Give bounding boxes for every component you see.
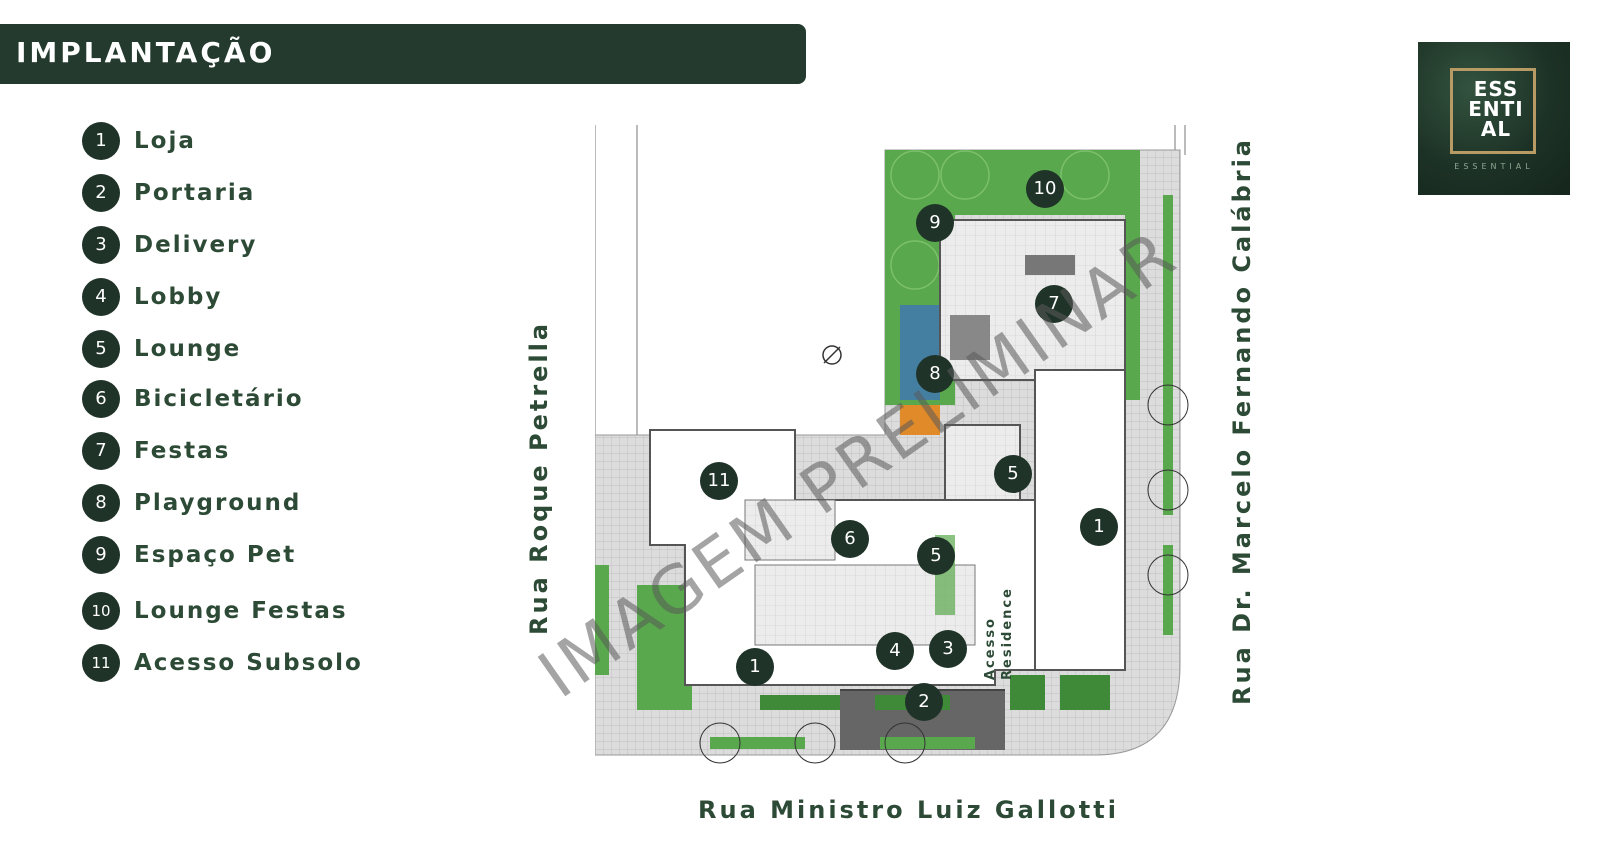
acesso-residence-label: Acesso Residence: [982, 587, 1016, 680]
logo-frame: ESS ENTI AL: [1450, 68, 1536, 154]
legend-label: Portaria: [134, 180, 256, 206]
essential-logo: ESS ENTI AL ESSENTIAL: [1418, 42, 1570, 195]
legend-label: Lobby: [134, 284, 223, 310]
legend-item: 5 Lounge: [82, 330, 442, 370]
legend-label: Lounge: [134, 336, 242, 362]
legend-label: Bicicletário: [134, 386, 304, 412]
map-badge-2: 2: [905, 683, 943, 721]
logo-subtitle: ESSENTIAL: [1454, 162, 1534, 171]
map-badge-6: 6: [831, 520, 869, 558]
legend-label: Acesso Subsolo: [134, 650, 363, 676]
map-badge-8: 8: [916, 355, 954, 393]
legend-number: 8: [82, 484, 120, 522]
map-badge-11: 11: [700, 462, 738, 500]
legend-item: 1 Loja: [82, 122, 442, 162]
legend-label: Delivery: [134, 232, 258, 258]
map-badge-9: 9: [916, 204, 954, 242]
street-left: Rua Roque Petrella: [525, 320, 553, 635]
logo-text: ESS ENTI AL: [1453, 79, 1539, 139]
map-badge-7: 7: [1035, 285, 1073, 323]
map-badge-5: 5: [917, 537, 955, 575]
acesso-line: Residence: [1000, 587, 1015, 680]
legend-item: 10 Lounge Festas: [82, 592, 442, 632]
logo-line: AL: [1480, 117, 1512, 141]
legend-item: 7 Festas: [82, 432, 442, 472]
map-badge-3: 3: [929, 630, 967, 668]
lawn-garden: [885, 150, 1140, 215]
legend-item: 11 Acesso Subsolo: [82, 644, 442, 684]
street-right: Rua Dr. Marcelo Fernando Calábria: [1228, 136, 1256, 705]
title-banner: IMPLANTAÇÃO: [0, 24, 806, 84]
legend-item: 3 Delivery: [82, 226, 442, 266]
legend-number: 2: [82, 174, 120, 212]
map-badge-4: 4: [876, 632, 914, 670]
map-badge-1: 1: [1080, 508, 1118, 546]
legend-label: Lounge Festas: [134, 598, 348, 624]
legend-item: 2 Portaria: [82, 174, 442, 214]
street-bottom: Rua Ministro Luiz Gallotti: [698, 796, 1119, 824]
page-title: IMPLANTAÇÃO: [16, 36, 276, 69]
legend-item: 4 Lobby: [82, 278, 442, 318]
map-badge-1: 1: [736, 648, 774, 686]
logo-line: ENTI: [1468, 97, 1524, 121]
acesso-line: Acesso: [983, 617, 998, 680]
legend-item: 8 Playground: [82, 484, 442, 524]
legend-item: 6 Bicicletário: [82, 380, 442, 420]
legend-item: 9 Espaço Pet: [82, 536, 442, 576]
compass-icon: [822, 345, 842, 365]
legend-number: 6: [82, 380, 120, 418]
map-badge-5: 5: [994, 455, 1032, 493]
legend-number: 7: [82, 432, 120, 470]
legend-number: 3: [82, 226, 120, 264]
legend-label: Festas: [134, 438, 231, 464]
legend-label: Playground: [134, 490, 302, 516]
legend-number: 11: [82, 644, 120, 682]
legend-number: 5: [82, 330, 120, 368]
legend-number: 10: [82, 592, 120, 630]
legend-label: Espaço Pet: [134, 542, 297, 568]
map-badge-10: 10: [1026, 170, 1064, 208]
legend-number: 4: [82, 278, 120, 316]
legend-number: 1: [82, 122, 120, 160]
logo-line: ESS: [1473, 77, 1519, 101]
legend-number: 9: [82, 536, 120, 574]
legend-label: Loja: [134, 128, 196, 154]
